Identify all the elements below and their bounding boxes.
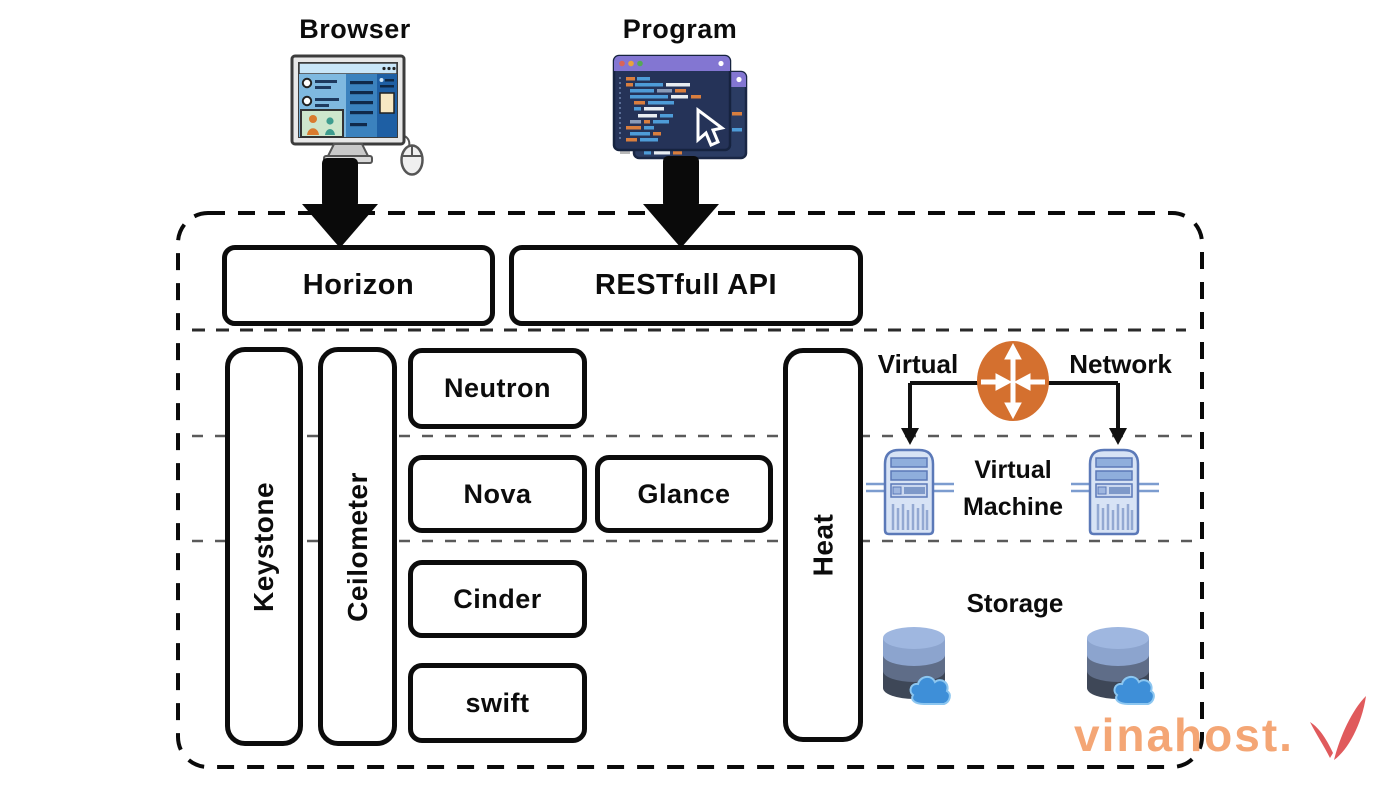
restfull-api-label: RESTfull API <box>594 269 778 301</box>
browser-label: Browser <box>299 14 411 44</box>
server-icon <box>866 448 954 536</box>
mouse-icon <box>400 144 424 176</box>
virtual-machine-line1: Virtual <box>974 456 1052 484</box>
heat-label: Heat <box>806 513 838 577</box>
database-cloud-icon <box>883 627 951 705</box>
horizon-label: Horizon <box>302 269 415 301</box>
virtual-machine-label: Virtual Machine <box>948 452 1078 526</box>
glance-label: Glance <box>637 478 731 509</box>
cinder-box: Cinder <box>408 560 587 638</box>
desktop-browser-icon <box>290 54 424 176</box>
neutron-label: Neutron <box>444 373 551 403</box>
network-router-icon <box>901 341 1127 445</box>
nova-box: Nova <box>408 455 587 533</box>
v-check-logo-icon <box>1310 696 1366 760</box>
glance-box: Glance <box>595 455 773 533</box>
keystone-label: Keystone <box>248 481 280 612</box>
watermark-text: vinahost. <box>1074 709 1294 761</box>
code-editor-icon <box>612 54 748 160</box>
arrowhead-right <box>1109 428 1127 445</box>
arrowhead-left <box>901 428 919 445</box>
cinder-label: Cinder <box>453 583 542 614</box>
neutron-box: Neutron <box>408 348 587 429</box>
nova-label: Nova <box>463 478 532 509</box>
storage-label: Storage <box>966 588 1064 618</box>
virtual-machine-line2: Machine <box>962 493 1064 521</box>
cursor-icon <box>696 107 726 147</box>
swift-label: swift <box>465 687 530 718</box>
ceilometer-box: Ceilometer <box>318 347 397 746</box>
restfull-api-box: RESTfull API <box>509 245 863 326</box>
heat-box: Heat <box>783 348 863 742</box>
horizon-box: Horizon <box>222 245 495 326</box>
database-cloud-icon <box>1087 627 1155 705</box>
server-icon <box>1071 448 1159 536</box>
browser-down-arrow-icon <box>302 158 378 248</box>
code-lines <box>626 77 701 142</box>
program-down-arrow-icon <box>643 156 719 248</box>
ceilometer-label: Ceilometer <box>341 471 373 622</box>
swift-box: swift <box>408 663 587 743</box>
keystone-box: Keystone <box>225 347 303 746</box>
program-label: Program <box>622 14 738 44</box>
